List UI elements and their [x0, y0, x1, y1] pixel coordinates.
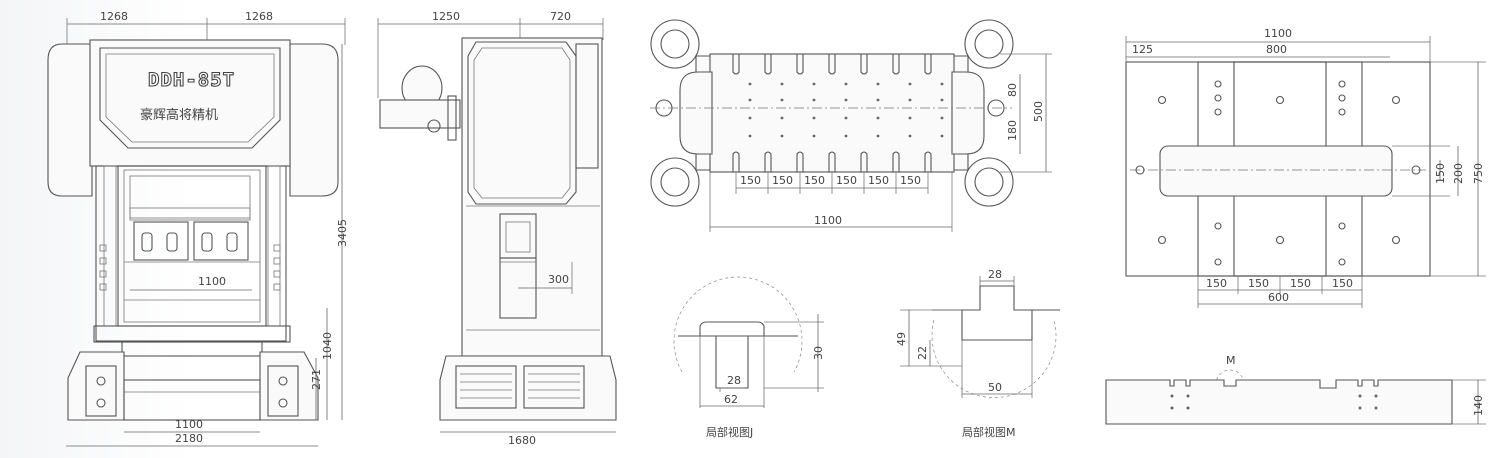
detail-view-m: 28 49 22 50 局部视图M [895, 268, 1060, 439]
bolster-dim-500: 500 [1032, 101, 1045, 122]
slide-dim-125: 125 [1132, 43, 1153, 56]
slide-plan-view: 1100 125 800 150 [1125, 27, 1486, 308]
detail-m-dim-22: 22 [916, 346, 929, 360]
slide-side-view: M 140 [1105, 354, 1486, 425]
slide-dim-600: 600 [1268, 291, 1289, 304]
side-dim-base: 1680 [508, 434, 536, 447]
detail-view-j: 28 62 30 局部视图J [673, 276, 825, 439]
slide-spacing-2: 150 [1248, 277, 1269, 290]
bolster-spacing-3: 150 [804, 174, 825, 187]
side-dim-300: 300 [548, 273, 569, 286]
front-dim-1040: 1040 [321, 332, 334, 360]
bolster-dim-180: 180 [1006, 120, 1019, 141]
front-view: 1268 1268 DDH-85T 豪辉高将精机 [47, 10, 349, 447]
bolster-spacing-2: 150 [772, 174, 793, 187]
slide-dim-800: 800 [1266, 43, 1287, 56]
slide-dim-150: 150 [1434, 163, 1447, 184]
bolster-spacing-4: 150 [836, 174, 857, 187]
front-dim-top-right: 1268 [245, 10, 273, 23]
slide-spacing-1: 150 [1206, 277, 1227, 290]
front-dim-top-left: 1268 [100, 10, 128, 23]
slide-spacing-3: 150 [1290, 277, 1311, 290]
detail-j-dim-30: 30 [812, 346, 825, 360]
bolster-dim-80: 80 [1006, 83, 1019, 97]
bolster-plan-view: 80 180 500 150 150 150 150 150 150 1100 [650, 19, 1052, 232]
side-dim-top-left: 1250 [432, 10, 460, 23]
side-view: 1250 720 300 [377, 10, 617, 447]
detail-m-dim-50: 50 [988, 381, 1002, 394]
detail-m-dim-49: 49 [895, 332, 908, 346]
bolster-spacing-5: 150 [868, 174, 889, 187]
slide-dim-1100: 1100 [1264, 27, 1292, 40]
front-dim-height: 3405 [336, 219, 349, 247]
detail-m-caption: 局部视图M [962, 425, 1016, 439]
detail-j-dim-62: 62 [724, 393, 738, 406]
detail-j-dim-28: 28 [727, 374, 741, 387]
machine-model-label: DDH-85T [148, 69, 235, 91]
bolster-spacing-6: 150 [900, 174, 921, 187]
front-dim-base-inner: 1100 [175, 418, 203, 431]
slide-spacing-4: 150 [1332, 277, 1353, 290]
side-dim-top-right: 720 [550, 10, 571, 23]
slide-dim-750: 750 [1472, 163, 1485, 184]
front-dim-base-total: 2180 [175, 432, 203, 445]
front-dim-271: 271 [310, 369, 323, 390]
slide-dim-200: 200 [1452, 163, 1465, 184]
detail-j-caption: 局部视图J [706, 425, 753, 439]
slide-side-label-m: M [1226, 354, 1236, 367]
front-dim-inner: 1100 [198, 275, 226, 288]
machine-brand-label: 豪辉高将精机 [140, 107, 218, 123]
slide-side-dim-140: 140 [1472, 395, 1485, 416]
bolster-dim-length: 1100 [814, 214, 842, 227]
detail-m-dim-28: 28 [988, 268, 1002, 281]
bolster-spacing-1: 150 [740, 174, 761, 187]
